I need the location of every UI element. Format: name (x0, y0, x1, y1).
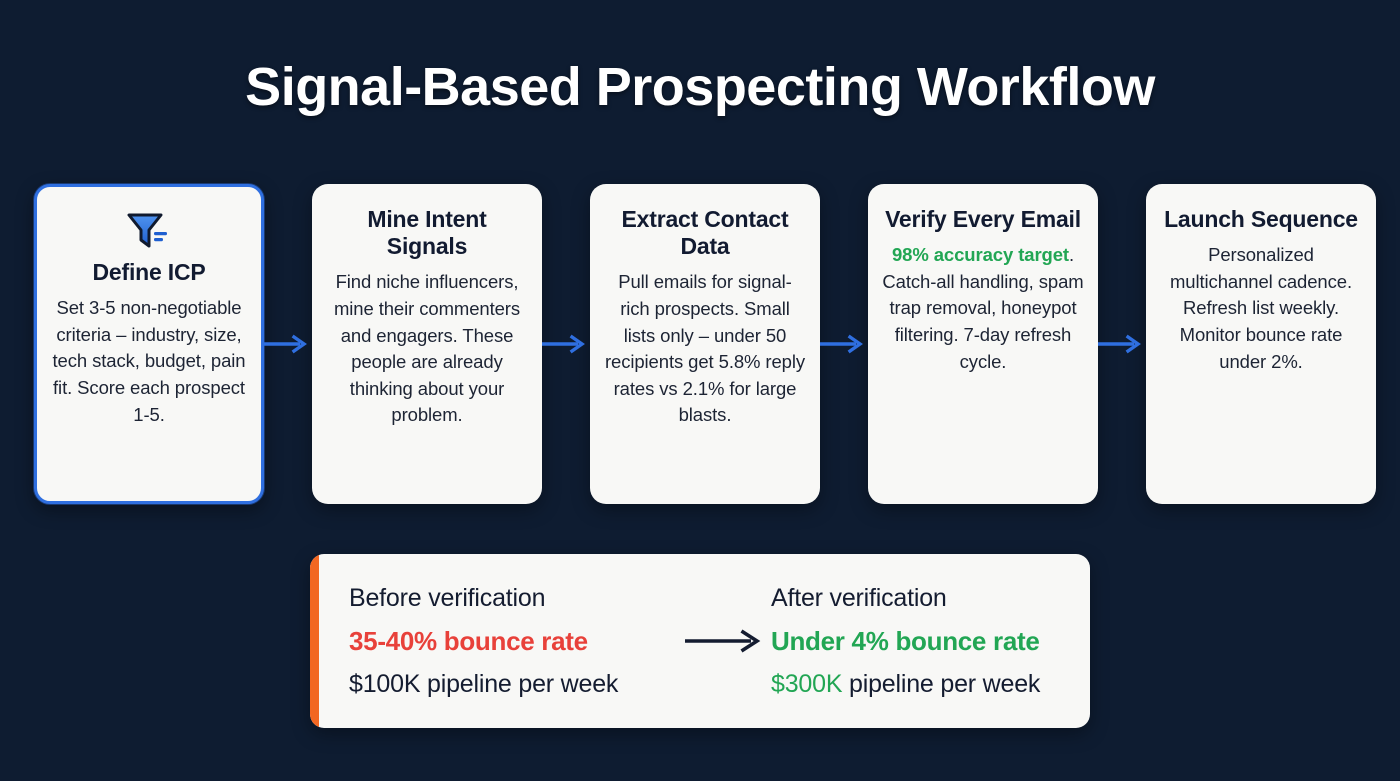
step-card-define-icp[interactable]: Define ICP Set 3-5 non-negotiable criter… (34, 184, 264, 504)
step-body-highlight: 98% accuracy target (891, 244, 1069, 266)
step-title: Verify Every Email (885, 206, 1081, 232)
workflow-steps-row: Define ICP Set 3-5 non-negotiable criter… (34, 184, 1376, 504)
step-title: Mine Intent Signals (367, 206, 487, 260)
right-arrow-icon (685, 629, 761, 653)
step-body-text: Personalized multichannel cadence. Refre… (1170, 244, 1352, 372)
step-card-extract-contact-data[interactable]: Extract Contact Data Pull emails for sig… (590, 184, 820, 504)
after-note: $300K pipeline per week (771, 670, 1090, 699)
comparison-transition-arrow (679, 629, 771, 653)
step-body-text: Pull emails for signal-rich prospects. S… (604, 271, 806, 426)
after-note-rest: pipeline per week (842, 669, 1041, 698)
page-title: Signal-Based Prospecting Workflow (245, 57, 1155, 117)
funnel-filter-icon (123, 209, 175, 253)
right-arrow-icon (542, 334, 585, 354)
comparison-panel: Before verification 35-40% bounce rate $… (310, 554, 1090, 728)
step-title: Define ICP (92, 259, 206, 285)
before-note-money: $100K (349, 669, 421, 698)
step-body: 98% accuracy target. Catch-all handling,… (882, 242, 1084, 375)
before-metric: 35-40% bounce rate (349, 625, 588, 656)
arrow-connector-3 (820, 184, 868, 504)
arrow-connector-1 (264, 184, 312, 504)
step-card-launch-sequence[interactable]: Launch Sequence Personalized multichanne… (1146, 184, 1376, 504)
step-body: Pull emails for signal-rich prospects. S… (604, 269, 806, 429)
comparison-after-column: After verification Under 4% bounce rate … (771, 584, 1090, 699)
step-body-text: . Catch-all handling, spam trap removal,… (882, 244, 1084, 372)
step-card-mine-intent-signals[interactable]: Mine Intent Signals Find niche influence… (312, 184, 542, 504)
arrow-connector-4 (1098, 184, 1146, 504)
arrow-connector-2 (542, 184, 590, 504)
after-label: After verification (771, 583, 947, 612)
step-title: Extract Contact Data (621, 206, 789, 260)
before-label: Before verification (349, 583, 546, 612)
step-body: Personalized multichannel cadence. Refre… (1160, 242, 1362, 375)
step-body: Set 3-5 non-negotiable criteria – indust… (51, 295, 247, 428)
orange-accent-bar (310, 554, 319, 728)
step-body-text: Set 3-5 non-negotiable criteria – indust… (52, 297, 246, 425)
before-note: $100K pipeline per week (349, 670, 679, 699)
step-card-verify-every-email[interactable]: Verify Every Email 98% accuracy target. … (868, 184, 1098, 504)
before-note-rest: pipeline per week (420, 669, 619, 698)
right-arrow-icon (820, 334, 863, 354)
step-body-text: Find niche influencers, mine their comme… (333, 271, 521, 426)
after-note-money: $300K (771, 669, 843, 698)
right-arrow-icon (1098, 334, 1141, 354)
step-body: Find niche influencers, mine their comme… (326, 269, 528, 429)
after-metric: Under 4% bounce rate (771, 625, 1040, 656)
comparison-before-column: Before verification 35-40% bounce rate $… (349, 584, 679, 699)
step-title: Launch Sequence (1164, 206, 1358, 232)
right-arrow-icon (264, 334, 307, 354)
comparison-content: Before verification 35-40% bounce rate $… (319, 554, 1090, 728)
